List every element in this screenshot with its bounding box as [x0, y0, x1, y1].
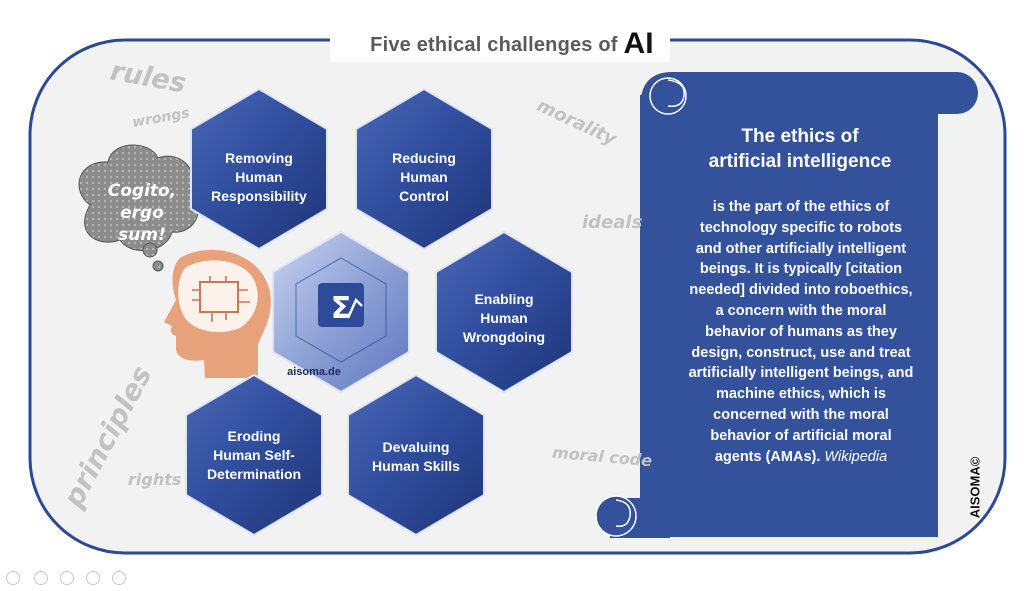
title-emphasis: AI	[623, 27, 654, 60]
hex-removing	[190, 87, 328, 251]
title-prefix: Five ethical challenges of	[370, 34, 618, 56]
word-rights: rights	[128, 470, 182, 489]
scroll-body-line: agents (AMAs). Wikipedia	[660, 447, 942, 468]
challenge-line: Human Self-	[213, 447, 295, 463]
scroll-title: The ethics of artificial intelligence	[655, 124, 945, 174]
hex-devaluing	[347, 373, 485, 537]
scroll-body-line: is the part of the ethics of	[712, 199, 890, 215]
hex-center: Σ	[272, 230, 410, 394]
title-backdrop	[330, 26, 670, 62]
challenge-label: Devaluing Human Skills	[351, 438, 481, 476]
challenge-line: Enabling	[474, 291, 534, 307]
scroll-body-line: artificially intelligent beings, and	[688, 365, 914, 382]
zoom-icon[interactable]	[86, 571, 100, 585]
scroll-body-line: machine ethics, which is	[715, 386, 887, 403]
more-icon[interactable]	[112, 571, 126, 585]
svg-text:Σ: Σ	[331, 291, 352, 326]
challenge-label: Removing Human Responsibility	[194, 149, 324, 206]
challenge-label: Enabling Human Wrongdoing	[439, 290, 569, 347]
scroll-body-line: needed] divided into roboethics,	[689, 282, 913, 299]
scroll-title-line: artificial intelligence	[708, 151, 892, 172]
page-title: Five ethical challenges of AI	[0, 27, 1024, 61]
challenge-line: Removing	[225, 150, 293, 166]
scroll-title-line: The ethics of	[741, 126, 859, 147]
thought-line: ergo	[120, 203, 164, 223]
challenge-label: Reducing Human Control	[359, 149, 489, 206]
scroll-body-line: and other artificially intelligent	[695, 240, 907, 257]
scroll-body-line: technology specific to robots	[699, 219, 903, 236]
scroll-body: is the part of the ethics of technology …	[660, 197, 942, 467]
challenge-line: Human	[400, 169, 448, 185]
word-ideals: ideals	[582, 212, 643, 233]
scroll-source: Wikipedia	[824, 448, 888, 465]
challenge-line: Devaluing	[382, 439, 450, 455]
challenge-label: Eroding Human Self- Determination	[189, 427, 319, 484]
copyright: AISOMA©	[955, 440, 995, 560]
head-icon	[164, 249, 271, 378]
challenge-line: Determination	[206, 466, 302, 482]
slides-icon[interactable]	[60, 571, 74, 585]
hex-reducing	[355, 87, 493, 251]
challenge-line: Control	[399, 188, 449, 204]
thought-line: Cogito,	[107, 181, 177, 201]
challenge-line: Human Skills	[372, 458, 460, 474]
scroll-body-line: beings. It is typically [citation	[699, 261, 903, 278]
center-domain-label: aisoma.de	[287, 366, 341, 378]
scroll-body-line: behavior of humans as they	[705, 323, 897, 340]
scroll-body-line: concerned with the moral	[713, 406, 889, 423]
challenge-line: Human	[235, 169, 283, 185]
copyright-text: AISOMA©	[967, 456, 983, 519]
pen-icon[interactable]	[34, 571, 48, 585]
play-icon[interactable]	[6, 571, 20, 585]
info-scroll	[595, 72, 978, 538]
challenge-line: Eroding	[227, 428, 281, 444]
scroll-body-line: design, construct, use and treat	[691, 344, 911, 361]
scroll-body-line: behavior of artificial moral	[710, 427, 892, 444]
challenge-line: Reducing	[392, 150, 456, 166]
thought-text: Cogito, ergo sum!	[92, 180, 192, 246]
thought-bubble	[78, 144, 200, 272]
challenge-line: Responsibility	[211, 188, 307, 204]
scroll-body-last: agents (AMAs).	[714, 448, 821, 465]
thought-line: sum!	[118, 225, 166, 245]
hex-eroding	[185, 373, 323, 537]
challenge-line: Human	[480, 310, 528, 326]
scroll-body-line: a concern with the moral	[715, 302, 887, 319]
challenge-line: Wrongdoing	[462, 329, 546, 345]
hex-enabling	[435, 230, 573, 394]
